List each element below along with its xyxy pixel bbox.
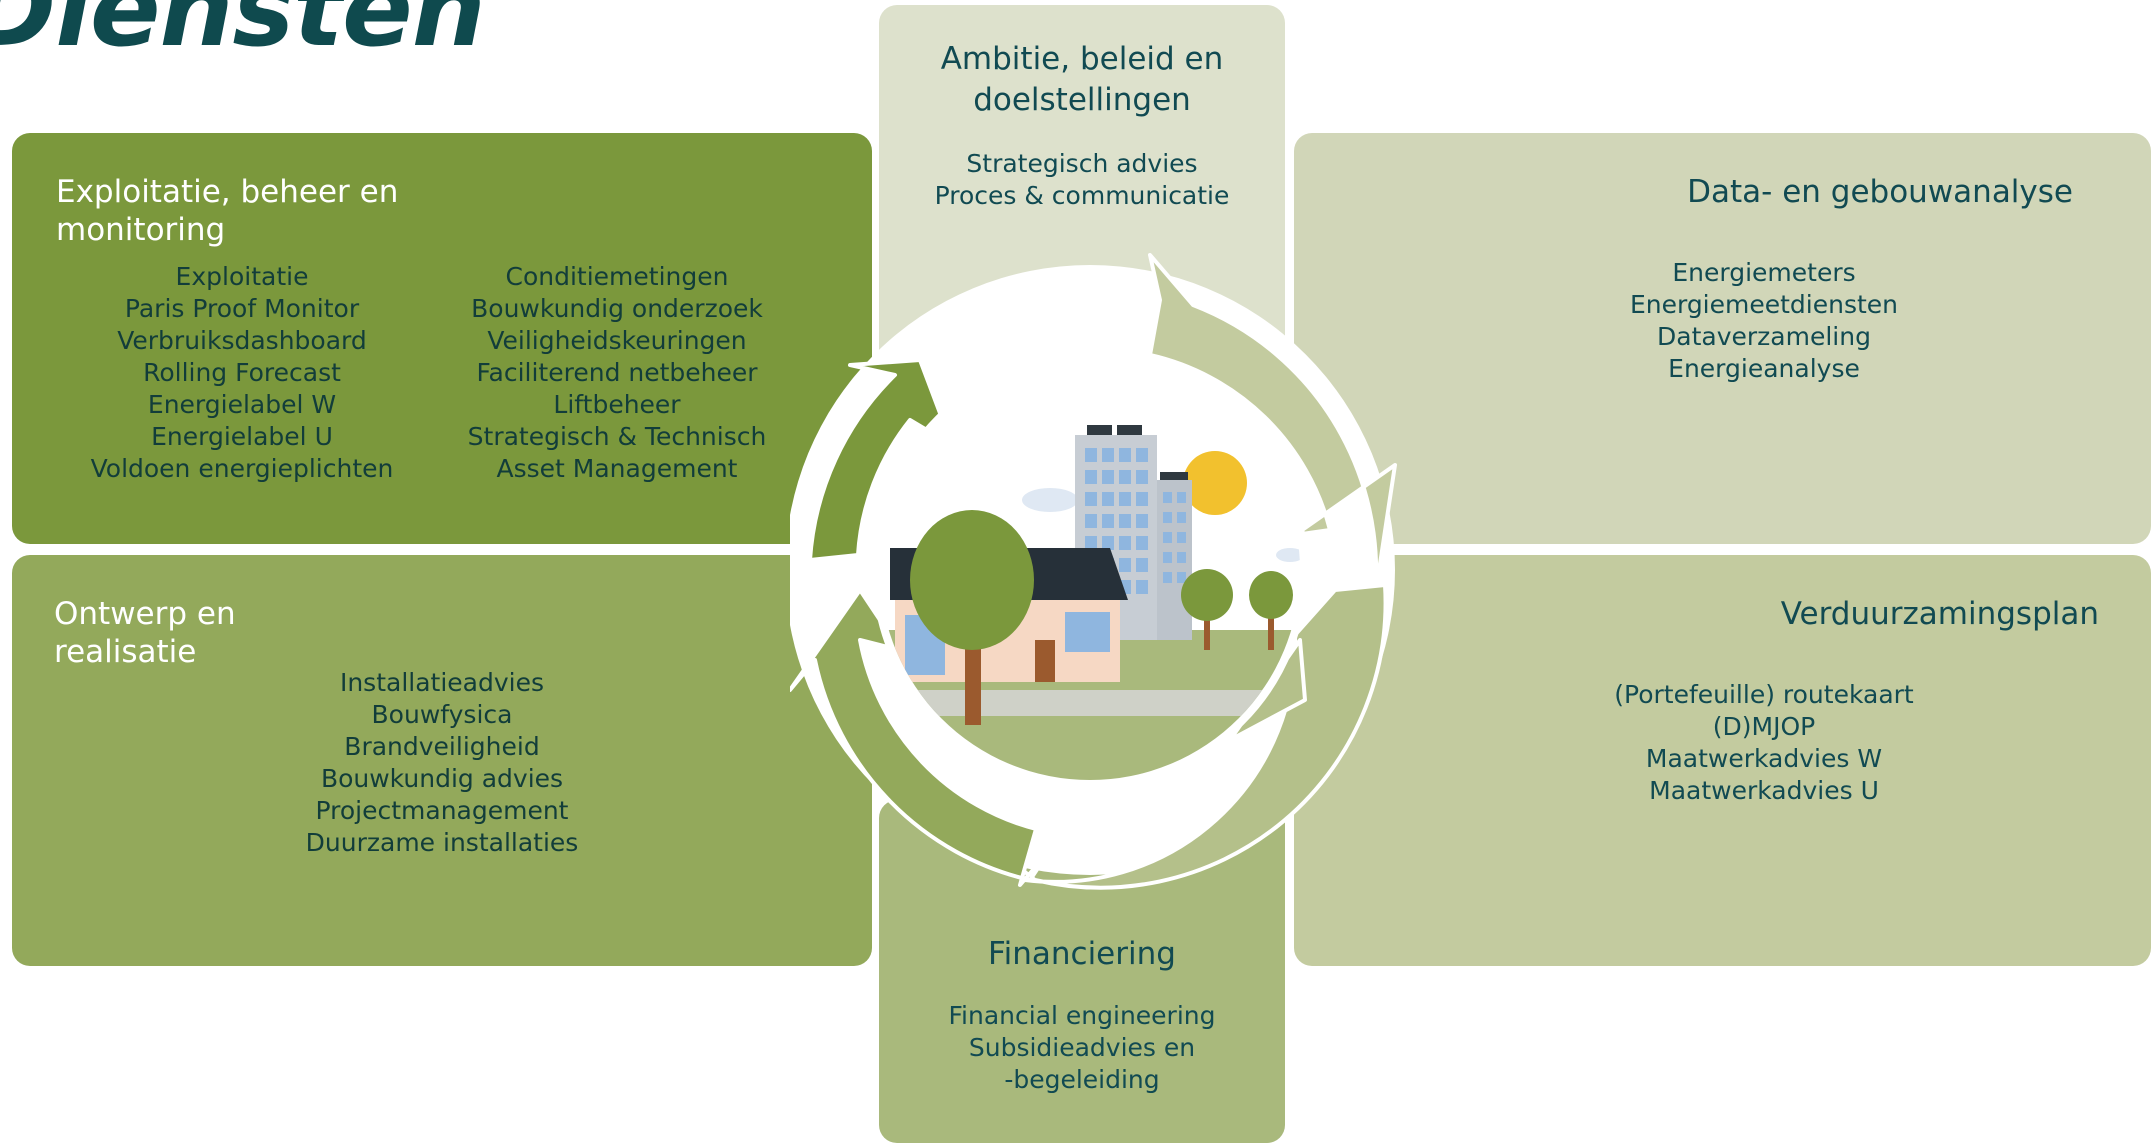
list-item: Asset Management: [496, 454, 738, 483]
panel-heading: Ambitie, beleid en doelstellingen: [940, 41, 1224, 118]
sun-icon: [1183, 451, 1247, 515]
list-item: Veiligheidskeuringen: [487, 326, 747, 355]
list-item: (D)MJOP: [1712, 712, 1816, 741]
cycle-arrow-bottom: [1008, 583, 1388, 890]
list-item: Liftbeheer: [553, 390, 681, 419]
service-list: Financial engineering Subsidieadvies en …: [879, 1000, 1285, 1096]
list-item: Verbruiksdashboard: [117, 326, 367, 355]
list-item: Brandveiligheid: [344, 732, 540, 761]
panel-verduurzamingsplan: Verduurzamingsplan (Portefeuille) routek…: [1294, 555, 2151, 966]
service-list: Strategisch advies Proces & communicatie: [879, 148, 1285, 212]
cloud-icon: [1276, 548, 1300, 562]
tree-icon: [1249, 571, 1293, 619]
building-illustration: [880, 360, 1300, 780]
list-item: Proces & communicatie: [934, 181, 1230, 210]
list-item: Subsidieadvies en: [968, 1033, 1196, 1062]
page-title: Diensten: [0, 0, 486, 70]
cycle-arrow-left-top: [808, 358, 954, 562]
panel-exploitatie-beheer-monitoring: Exploitatie, beheer en monitoring Exploi…: [12, 133, 872, 544]
list-item: (Portefeuille) routekaart: [1614, 680, 1914, 709]
tree-icon: [910, 510, 1034, 650]
list-item: Conditiemetingen: [505, 262, 729, 291]
list-item: Bouwfysica: [371, 700, 513, 729]
list-item: Faciliterend netbeheer: [476, 358, 758, 387]
list-item: Duurzame installaties: [305, 828, 579, 857]
cloud-icon: [1022, 488, 1078, 512]
panel-heading: Data- en gebouwanalyse: [1687, 174, 2073, 210]
service-list: Installatieadvies Bouwfysica Brandveilig…: [282, 667, 602, 859]
list-item: Energielabel W: [147, 390, 337, 419]
tree-icon: [1181, 569, 1233, 621]
list-item: Dataverzameling: [1657, 322, 1871, 351]
list-item: Installatieadvies: [339, 668, 545, 697]
list-item: Bouwkundig onderzoek: [471, 294, 763, 323]
list-item: Energiemeetdiensten: [1629, 290, 1899, 319]
service-list-col2: Conditiemetingen Bouwkundig onderzoek Ve…: [442, 261, 792, 485]
list-item: Voldoen energieplichten: [90, 454, 394, 483]
cycle-diagram: [790, 253, 1397, 890]
service-list-col1: Exploitatie Paris Proof Monitor Verbruik…: [72, 261, 412, 485]
list-item: Paris Proof Monitor: [124, 294, 360, 323]
panel-heading: Exploitatie, beheer en monitoring: [56, 174, 399, 248]
list-item: Projectmanagement: [315, 796, 569, 825]
panel-heading: Verduurzamingsplan: [1780, 596, 2099, 632]
list-item: Maatwerkadvies U: [1649, 776, 1879, 805]
panel-heading: Ontwerp en realisatie: [54, 596, 236, 670]
list-item: Strategisch advies: [966, 149, 1198, 178]
service-list: Energiemeters Energiemeetdiensten Datave…: [1594, 257, 1934, 385]
panel-heading: Financiering: [988, 936, 1176, 972]
list-item: Energiemeters: [1672, 258, 1856, 287]
list-item: -begeleiding: [1004, 1065, 1160, 1094]
list-item: Strategisch & Technisch: [467, 422, 767, 451]
panel-data-gebouwanalyse: Data- en gebouwanalyse Energiemeters Ene…: [1294, 133, 2151, 544]
list-item: Rolling Forecast: [143, 358, 341, 387]
list-item: Energieanalyse: [1668, 354, 1860, 383]
list-item: Maatwerkadvies W: [1645, 744, 1883, 773]
list-item: Energielabel U: [151, 422, 333, 451]
service-list: (Portefeuille) routekaart (D)MJOP Maatwe…: [1574, 679, 1954, 807]
list-item: Exploitatie: [175, 262, 309, 291]
list-item: Bouwkundig advies: [320, 764, 564, 793]
panel-ontwerp-realisatie: Ontwerp en realisatie Installatieadvies …: [12, 555, 872, 966]
list-item: Financial engineering: [948, 1001, 1216, 1030]
cycle-arrow-left-bottom: [790, 588, 1062, 887]
